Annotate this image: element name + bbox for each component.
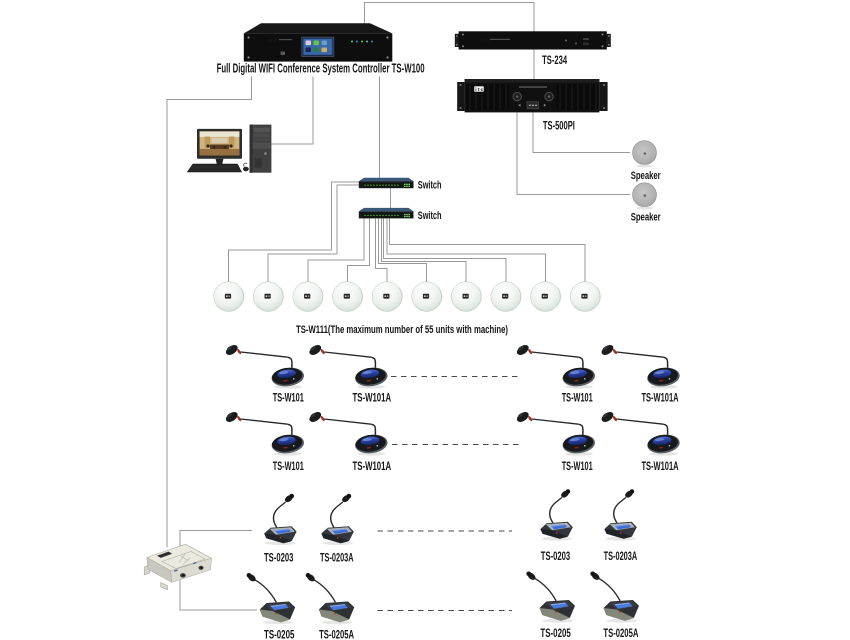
svg-text:TS-0203A: TS-0203A [604, 549, 638, 563]
svg-text:TS-0203A: TS-0203A [320, 550, 354, 564]
svg-text:TS-W101A: TS-W101A [641, 459, 678, 473]
svg-text:TS-500PI: TS-500PI [543, 118, 575, 132]
svg-text:TS-234: TS-234 [542, 53, 567, 67]
svg-text:Speaker: Speaker [631, 212, 661, 224]
svg-text:TS-0203: TS-0203 [264, 550, 293, 564]
svg-text:TS-W101: TS-W101 [562, 391, 593, 405]
svg-text:TS-0205A: TS-0205A [319, 627, 354, 640]
svg-text:TS-W101: TS-W101 [273, 459, 304, 473]
svg-text:itc: itc [479, 38, 491, 44]
svg-text:Speaker: Speaker [631, 170, 661, 182]
svg-text:TS-W111(The maximum number of: TS-W111(The maximum number of 55 units w… [296, 324, 508, 336]
svg-text:TS-W101: TS-W101 [273, 391, 304, 405]
svg-text:TS-0205: TS-0205 [540, 626, 570, 640]
svg-text:TS-W101A: TS-W101A [353, 459, 392, 473]
svg-text:Switch: Switch [418, 210, 442, 222]
svg-text:Full Digital WIFI Conference S: Full Digital WIFI Conference System Cont… [217, 62, 425, 76]
svg-text:TS-W101A: TS-W101A [641, 391, 678, 405]
svg-text:TS-0205: TS-0205 [264, 627, 294, 640]
svg-text:TS-0203: TS-0203 [541, 549, 570, 563]
svg-text:itc: itc [267, 39, 279, 45]
svg-text:Switch: Switch [418, 180, 442, 192]
svg-text:TS-W101: TS-W101 [562, 459, 593, 473]
svg-text:TS-W101A: TS-W101A [353, 391, 392, 405]
svg-text:TS-0205A: TS-0205A [603, 626, 638, 640]
